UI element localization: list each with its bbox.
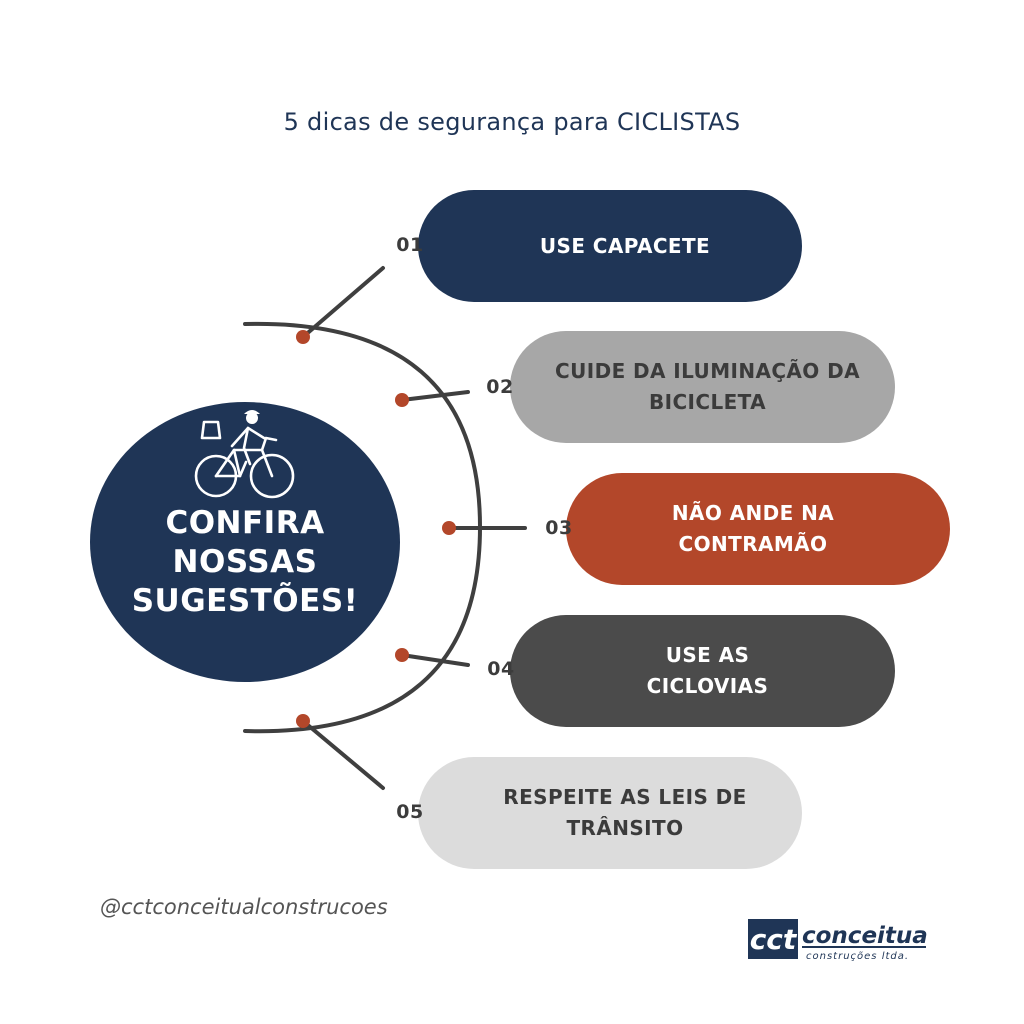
logo-name-text: conceitual: [802, 923, 928, 949]
connector-line-04: [400, 653, 470, 667]
center-line-1: CONFIRA: [165, 505, 325, 541]
logo-subtitle-text: construções ltda.: [806, 951, 909, 962]
tip-number-05: 05: [396, 801, 424, 823]
tip-number-04: 04: [487, 658, 515, 680]
connector-line-01: [301, 266, 385, 339]
tip-02-line-2: BICICLETA: [648, 390, 767, 414]
tip-01-line-1: USE CAPACETE: [539, 233, 711, 258]
tip-pill-02: CUIDE DA ILUMINAÇÃO DA BICICLETA: [510, 331, 895, 443]
center-circle: CONFIRA NOSSAS SUGESTÕES!: [90, 402, 400, 682]
tip-03-line-2: CONTRAMÃO: [678, 532, 828, 556]
tip-pill-03: NÃO ANDE NA CONTRAMÃO: [566, 473, 950, 585]
tip-04-line-2: CICLOVIAS: [646, 674, 769, 698]
tip-04-line-1: USE AS: [665, 643, 750, 667]
tip-text-02: CUIDE DA ILUMINAÇÃO DA BICICLETA: [555, 356, 860, 418]
logo-mark-box: [748, 919, 798, 959]
tip-number-02: 02: [486, 376, 514, 398]
tip-pill-04: USE AS CICLOVIAS: [510, 615, 895, 727]
tip-number-03: 03: [545, 517, 573, 539]
tip-pill-05: RESPEITE AS LEIS DE TRÂNSITO: [418, 757, 802, 869]
tip-text-03: NÃO ANDE NA CONTRAMÃO: [672, 498, 834, 560]
tip-05-line-1: RESPEITE AS LEIS DE: [503, 785, 747, 809]
center-line-2: NOSSAS: [172, 544, 318, 580]
social-handle: @cctconceitualconstrucoes: [100, 895, 388, 919]
tip-text-05: RESPEITE AS LEIS DE TRÂNSITO: [503, 782, 746, 844]
tip-text-01: USE CAPACETE: [540, 231, 710, 262]
connector-dot-04: [395, 648, 409, 662]
connector-dot-01: [296, 330, 310, 344]
tip-03-line-1: NÃO ANDE NA: [671, 501, 835, 525]
connector-line-02: [400, 390, 470, 402]
connector-dot-05: [296, 714, 310, 728]
tip-text-04: USE AS CICLOVIAS: [647, 640, 769, 702]
tip-02-line-1: CUIDE DA ILUMINAÇÃO DA: [555, 359, 860, 383]
company-logo: cct conceitual construções ltda.: [748, 919, 928, 962]
center-text: CONFIRA NOSSAS SUGESTÕES!: [90, 504, 400, 621]
tip-number-01: 01: [396, 234, 424, 256]
connector-dot-02: [395, 393, 409, 407]
connector-dot-03: [442, 521, 456, 535]
logo-mark-text: cct: [750, 923, 798, 956]
tip-pill-01: USE CAPACETE: [418, 190, 802, 302]
center-line-3: SUGESTÕES!: [131, 583, 359, 619]
tip-05-line-2: TRÂNSITO: [566, 816, 684, 840]
cyclist-icon: [194, 410, 295, 499]
page-title: 5 dicas de segurança para CICLISTAS: [283, 108, 741, 136]
connector-line-05: [301, 719, 385, 790]
